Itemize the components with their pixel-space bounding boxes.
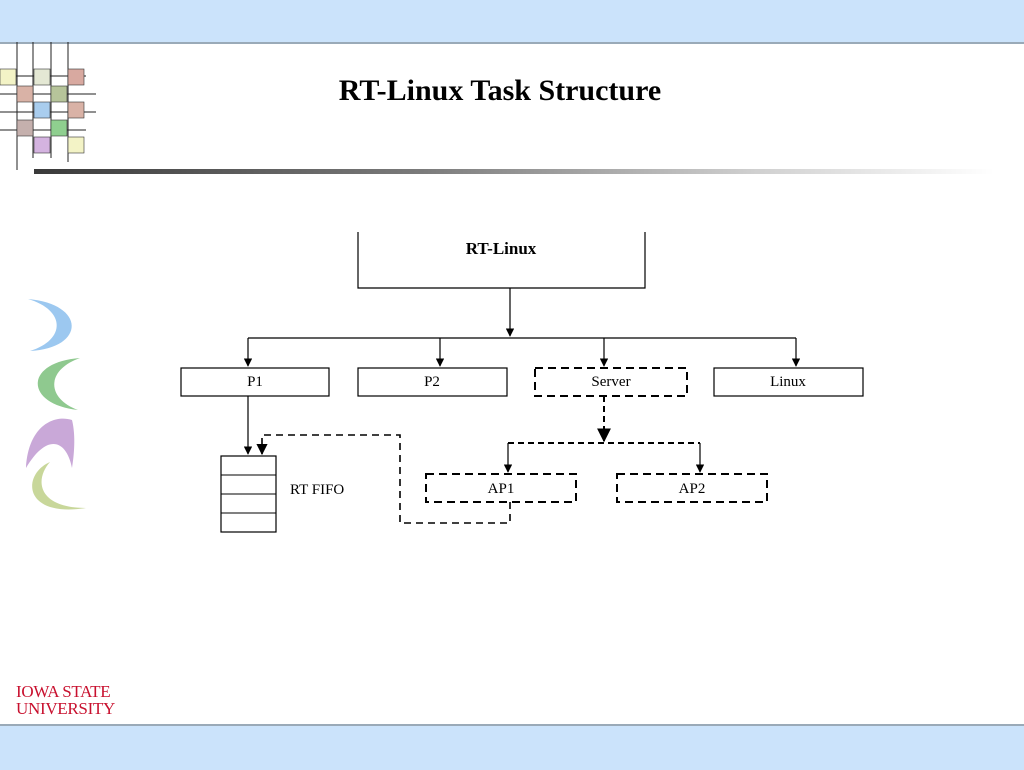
top-band — [0, 0, 1024, 44]
decorative-crescents — [26, 299, 86, 510]
task-structure-diagram: RT-Linux P1 P2 Server Linux AP1 AP2 RT F… — [180, 232, 864, 533]
p2-box — [357, 367, 508, 397]
ap1-label: AP1 — [488, 481, 515, 497]
p2-label: P2 — [424, 374, 440, 390]
rt-fifo-label: RT FIFO — [290, 482, 344, 498]
iowa-state-logo: IOWA STATE UNIVERSITY — [16, 683, 115, 717]
bottom-band — [0, 724, 1024, 770]
linux-label: Linux — [770, 374, 806, 390]
logo-line-2: UNIVERSITY — [16, 699, 115, 718]
slide-title: RT-Linux Task Structure — [338, 74, 662, 107]
rt-fifo-stack — [220, 455, 277, 533]
p1-label: P1 — [247, 374, 263, 390]
ap2-label: AP2 — [679, 481, 706, 497]
linux-box — [713, 367, 864, 397]
rt-linux-box — [357, 232, 646, 289]
logo-line-1: IOWA STATE — [16, 682, 111, 701]
title-underline — [34, 169, 994, 174]
server-box — [534, 367, 688, 397]
ap2-box — [616, 473, 768, 503]
decorative-grid — [0, 42, 96, 170]
ap1-box — [425, 473, 577, 503]
p1-box — [180, 367, 330, 397]
rt-linux-label: RT-Linux — [466, 239, 537, 258]
server-label: Server — [591, 374, 630, 390]
ap1-fifo-path — [256, 434, 511, 524]
